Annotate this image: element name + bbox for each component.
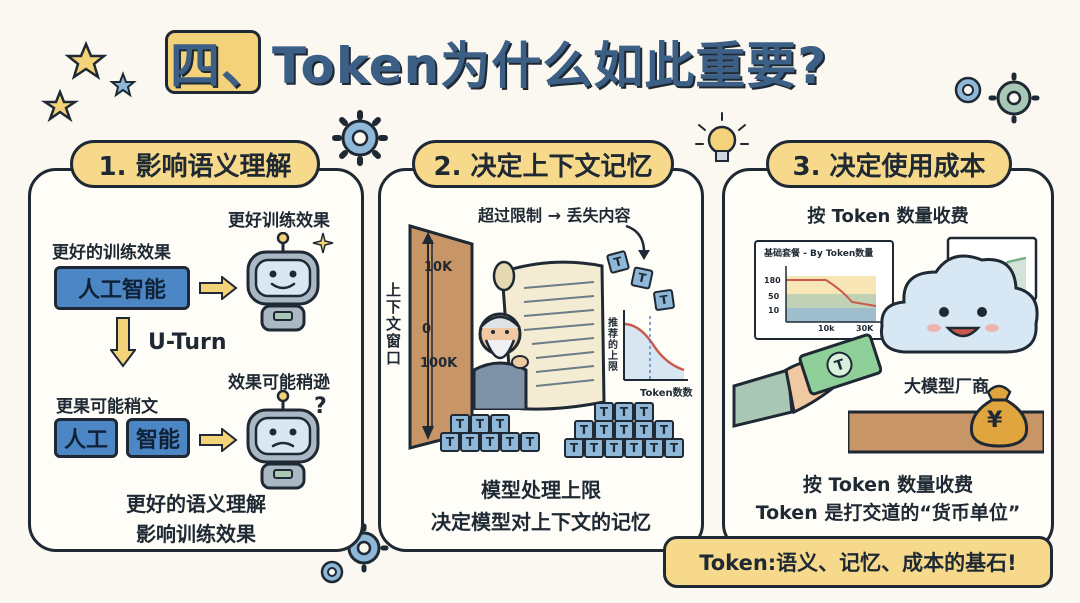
robot-top-label: 更好训练效果: [228, 211, 330, 231]
footer-summary: Token:语义、记忆、成本的基石!: [663, 536, 1053, 588]
bottom-label: 更果可能稍文: [56, 397, 158, 417]
question-mark: ?: [314, 394, 327, 419]
vendor-label: 大模型厂商: [904, 377, 989, 397]
panel1-caption-line2: 影响训练效果: [136, 522, 256, 546]
panel1-heading: 1. 影响语义理解: [70, 140, 320, 188]
price-tick: 10k: [818, 324, 835, 333]
tick-0: 0: [422, 322, 432, 337]
token-cube: T: [630, 266, 654, 290]
robot-happy-icon: [246, 232, 320, 332]
token-cube: T: [634, 402, 654, 422]
token-cube: T: [634, 420, 654, 440]
gear-icon: [954, 76, 982, 104]
token-cube: T: [584, 438, 604, 458]
money-bag-icon: [969, 384, 1029, 448]
token-cube: T: [654, 420, 674, 440]
panel3-heading: 3. 决定使用成本: [766, 140, 1012, 188]
panel2-caption-line1: 模型处理上限: [481, 478, 601, 502]
token-cube: T: [614, 420, 634, 440]
star-icon: [40, 88, 80, 123]
price-tick: 10: [768, 306, 780, 315]
panel1-caption-line1: 更好的语义理解: [126, 492, 266, 516]
token-cube: T: [440, 432, 460, 452]
token-cube: T: [564, 438, 584, 458]
price-tick: 180: [764, 276, 781, 285]
arrow-right-icon: [199, 428, 238, 452]
tick-10k: 10K: [424, 260, 453, 275]
token-cube: T: [500, 432, 520, 452]
token-block-b: 智能: [126, 418, 190, 458]
panel2-caption-line2: 决定模型对上下文的记忆: [431, 510, 651, 534]
yen-symbol: ¥: [987, 408, 1003, 433]
price-tick: 50: [768, 292, 780, 301]
token-cube: T: [594, 402, 614, 422]
panel3-caption-line1: 按 Token 数量收费: [802, 474, 974, 496]
old-man-icon: [472, 312, 529, 410]
chart-xlabel: Token数数: [640, 388, 693, 399]
token-cube: T: [490, 414, 510, 434]
lightbulb-icon: [695, 112, 749, 162]
limit-label: 超过限制 → 丢失内容: [478, 206, 631, 225]
panel3-top-label: 按 Token 数量收费: [807, 206, 969, 227]
token-block-full: 人工智能: [54, 266, 190, 310]
panel-semantic: [28, 168, 364, 552]
top-label: 更好的训练效果: [52, 243, 171, 263]
token-cube: T: [652, 288, 676, 312]
page-title: 四、Token为什么如此重要?: [170, 37, 828, 95]
token-cube: T: [664, 438, 684, 458]
window-label: 上下文窗口: [386, 281, 402, 367]
uturn-label: U-Turn: [148, 330, 227, 355]
token-cube: T: [520, 432, 540, 452]
panel-cost: [722, 168, 1054, 552]
token-cube: T: [644, 438, 664, 458]
panel3-caption-line2: Token 是打交道的“货币单位”: [755, 502, 1021, 524]
pricing-chart-title: 基础套餐 - By Token数量: [764, 249, 874, 259]
gear-icon: [988, 72, 1040, 124]
tick-100k: 100K: [420, 356, 458, 371]
robot-confused-icon: [246, 390, 320, 490]
price-tick: 30K: [856, 324, 874, 333]
chart-ylabel: 推荐的上限: [608, 318, 618, 373]
arrow-right-icon: [199, 276, 238, 300]
title-highlight: [165, 30, 261, 94]
token-cube: T: [470, 414, 490, 434]
token-cube: T: [450, 414, 470, 434]
hand-money-icon: T: [732, 333, 882, 428]
limit-chart: [623, 310, 688, 381]
pricing-chart: 基础套餐 - By Token数量 180 50 10 10k 30K: [754, 240, 894, 340]
panel2-heading: 2. 决定上下文记忆: [412, 140, 674, 188]
robot-bottom-label: 效果可能稍逊: [228, 373, 330, 393]
token-cube: T: [594, 420, 614, 440]
token-block-a: 人工: [54, 418, 118, 458]
sparkle-icon: [312, 232, 334, 254]
arrow-down-icon: [110, 317, 136, 368]
token-cube: T: [604, 438, 624, 458]
curved-arrow-icon: [625, 224, 650, 260]
token-cube: T: [460, 432, 480, 452]
gear-icon: [320, 560, 344, 584]
token-cube: T: [614, 402, 634, 422]
cloud-character-icon: [879, 254, 1039, 354]
token-cube: T: [624, 438, 644, 458]
star-icon: [64, 40, 108, 80]
token-cube: T: [480, 432, 500, 452]
gear-icon: [332, 110, 388, 166]
star-icon: [109, 71, 137, 98]
token-cube: T: [574, 420, 594, 440]
